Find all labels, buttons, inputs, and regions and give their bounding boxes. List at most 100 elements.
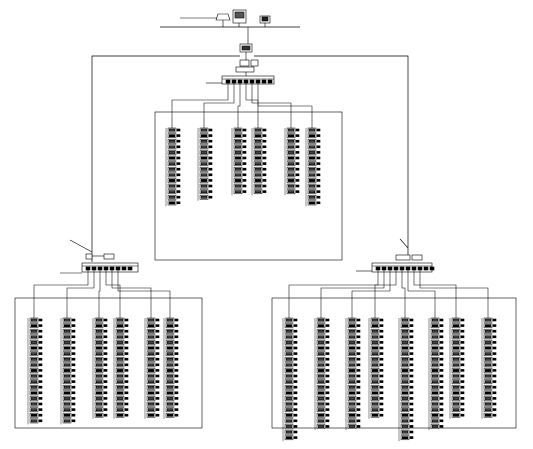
- left-device-tag-3-16: [103, 402, 108, 406]
- center-uplink-6: [257, 83, 313, 128]
- right-device-screen-3-12: [348, 380, 356, 384]
- left-device-screen-5-3: [147, 329, 155, 333]
- center-panel-frame: [154, 111, 343, 261]
- center-device-tag-5-7: [295, 162, 300, 165]
- center-device-tag-1-13: [176, 195, 181, 199]
- right-device-screen-7-10: [452, 369, 460, 372]
- center-device-tag-1-1: [176, 128, 181, 132]
- left-device-screen-4-10: [116, 369, 124, 372]
- right-device-tag-8-10: [492, 369, 497, 372]
- left-panel: [14, 239, 203, 429]
- center-device-tag-5-3: [295, 139, 300, 143]
- left-device-tag-6-2: [174, 324, 179, 327]
- right-device-screen-4-4: [371, 335, 379, 339]
- center-device-screen-1-6: [168, 156, 176, 160]
- center-device-screen-3-5: [234, 151, 242, 154]
- right-device-tag-5-15: [409, 397, 414, 400]
- right-device-screen-4-10: [371, 369, 379, 372]
- left-device-screen-2-18: [63, 413, 71, 417]
- right-device-tag-3-8: [356, 357, 361, 361]
- center-device-screen-5-10: [287, 179, 295, 182]
- left-device-tag-4-3: [124, 329, 129, 333]
- right-device-tag-2-11: [325, 374, 330, 378]
- right-device-screen-1-5: [285, 341, 293, 344]
- left-device-screen-5-5: [147, 341, 155, 344]
- center-device-tag-1-4: [176, 145, 181, 149]
- right-device-screen-1-12: [285, 380, 293, 384]
- left-device-screen-4-5: [116, 341, 124, 344]
- left-device-screen-3-9: [95, 363, 103, 367]
- right-device-tag-2-8: [325, 357, 330, 361]
- right-device-screen-6-6: [431, 346, 439, 350]
- right-device-tag-7-6: [460, 346, 465, 350]
- center-port-6: [255, 79, 261, 84]
- right-device-screen-8-16: [484, 402, 492, 406]
- right-device-screen-1-18: [285, 413, 293, 417]
- left-device-tag-3-15: [103, 397, 108, 400]
- right-device-screen-3-7: [348, 352, 356, 356]
- center-device-screen-6-8: [308, 167, 316, 171]
- center-device-screen-5-6: [287, 156, 295, 160]
- left-device-screen-5-12: [147, 380, 155, 384]
- left-uplink-5: [111, 270, 152, 318]
- left-device-screen-4-8: [116, 357, 124, 361]
- left-device-tag-6-6: [174, 346, 179, 350]
- left-device-tag-5-12: [155, 380, 160, 383]
- center-device-tag-6-5: [316, 151, 321, 154]
- center-device-tag-6-2: [316, 134, 321, 137]
- center-device-tag-5-9: [295, 173, 300, 177]
- right-device-screen-5-5: [401, 341, 409, 344]
- right-device-screen-4-13: [371, 385, 379, 389]
- right-device-tag-5-2: [409, 324, 414, 327]
- left-device-screen-2-7: [63, 352, 71, 356]
- right-device-screen-6-16: [431, 402, 439, 406]
- right-device-screen-8-15: [484, 397, 492, 400]
- left-device-tag-2-14: [71, 391, 76, 395]
- center-device-tag-4-1: [262, 128, 267, 132]
- right-device-screen-3-11: [348, 374, 356, 378]
- right-device-tag-6-3: [439, 329, 444, 333]
- right-device-tag-1-17: [293, 408, 298, 411]
- left-device-screen-5-4: [147, 335, 155, 339]
- right-device-tag-2-6: [325, 346, 330, 350]
- center-device-screen-3-11: [234, 184, 242, 188]
- right-device-tag-1-15: [293, 397, 298, 400]
- right-device-tag-2-2: [325, 324, 330, 327]
- right-device-screen-8-8: [484, 357, 492, 361]
- right-device-screen-1-17: [285, 408, 293, 412]
- right-device-tag-8-16: [492, 402, 497, 406]
- right-device-screen-7-16: [452, 402, 460, 406]
- right-device-screen-4-1: [371, 318, 379, 322]
- left-device-tag-1-3: [38, 329, 43, 333]
- right-device-tag-4-1: [379, 318, 384, 322]
- left-device-tag-4-9: [124, 363, 129, 367]
- center-device-tag-3-1: [242, 128, 247, 132]
- right-device-tag-7-9: [460, 363, 465, 367]
- right-device-tag-3-16: [356, 402, 361, 406]
- right-device-tag-3-9: [356, 363, 361, 367]
- left-device-screen-1-4: [30, 335, 38, 339]
- right-device-screen-2-12: [317, 380, 325, 384]
- center-device-tag-4-8: [262, 167, 267, 171]
- center-device-screen-2-10: [200, 179, 208, 182]
- left-device-screen-2-9: [63, 363, 71, 367]
- right-device-screen-1-22: [285, 436, 293, 440]
- right-device-tag-2-16: [325, 402, 330, 406]
- right-device-tag-5-21: [409, 430, 414, 434]
- right-device-tag-4-18: [379, 413, 384, 417]
- left-device-tag-4-1: [124, 318, 129, 322]
- center-device-screen-5-1: [287, 128, 295, 132]
- right-port-8: [417, 266, 423, 271]
- center-device-screen-5-2: [287, 134, 295, 138]
- center-device-tag-6-11: [316, 184, 321, 188]
- center-device-tag-2-5: [208, 151, 213, 154]
- right-device-screen-6-15: [431, 397, 439, 400]
- center-port-2: [231, 79, 237, 84]
- right-device-tag-5-13: [409, 385, 414, 389]
- center-device-screen-5-8: [287, 167, 295, 171]
- right-device-tag-3-20: [356, 425, 361, 428]
- center-device-tag-1-2: [176, 134, 181, 137]
- right-device-tag-5-3: [409, 329, 414, 333]
- center-device-screen-2-6: [200, 156, 208, 160]
- center-device-tag-2-7: [208, 162, 213, 165]
